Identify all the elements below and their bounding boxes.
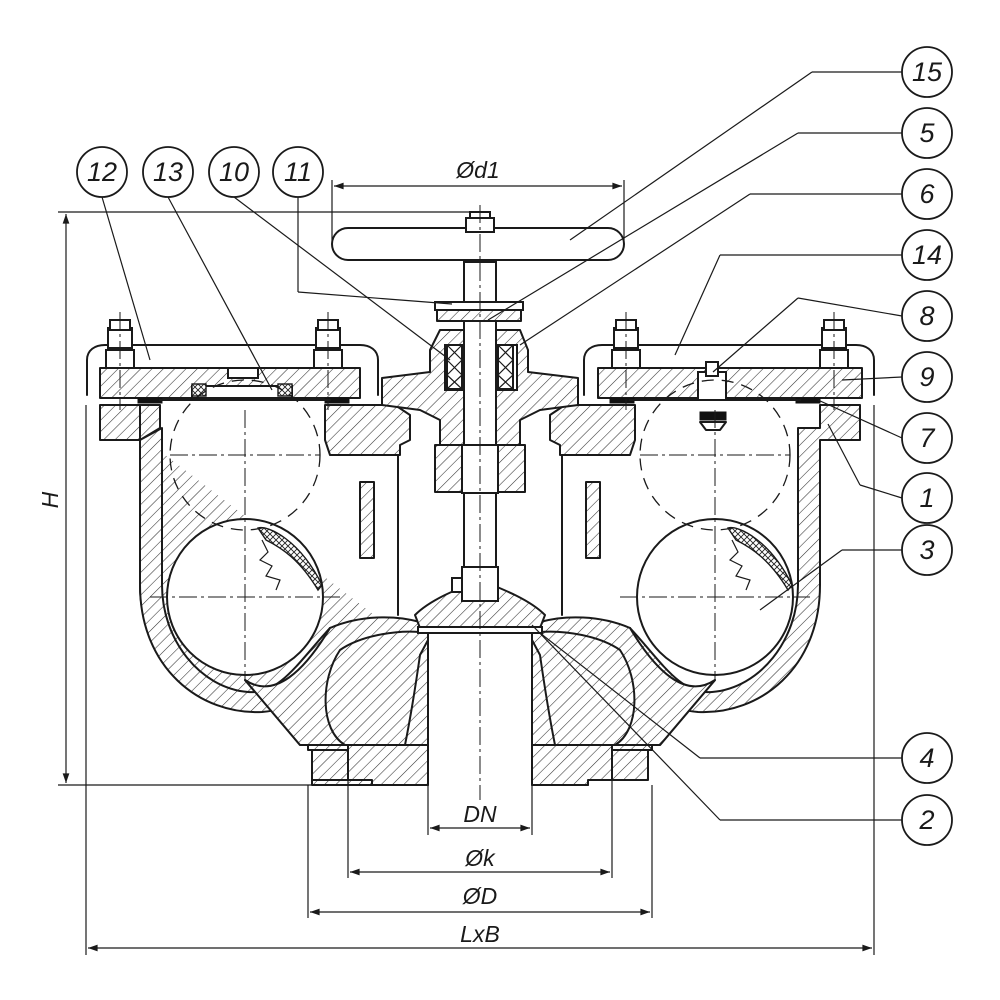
- part-balloon-13-label: 13: [153, 157, 183, 187]
- part-balloon-9: 9: [901, 351, 953, 403]
- bolt-right-inner: [611, 312, 641, 410]
- part-balloon-7-label: 7: [919, 423, 935, 453]
- bolt-left-inner: [313, 312, 343, 410]
- dimension-height-label: H: [37, 491, 63, 508]
- part-balloon-2: 2: [901, 794, 953, 846]
- gland-packing: [446, 344, 514, 390]
- part-balloon-6: 6: [901, 168, 953, 220]
- part-balloon-5-label: 5: [919, 118, 935, 148]
- bolt-left-outer: [105, 312, 135, 410]
- leader-lines: [101, 71, 903, 821]
- part-balloon-14-label: 14: [912, 240, 942, 270]
- part-balloon-1: 1: [901, 472, 953, 524]
- handwheel: [331, 211, 625, 261]
- dimension-height: H: [37, 211, 478, 786]
- dimension-bolt-circle: Øk: [347, 745, 613, 878]
- dimension-handwheel-label: Ød1: [455, 157, 499, 183]
- part-balloon-8: 8: [901, 290, 953, 342]
- part-balloon-4: 4: [901, 732, 953, 784]
- part-balloon-15-label: 15: [912, 57, 943, 87]
- part-balloon-14: 14: [901, 229, 953, 281]
- dimension-overall-size: LxB: [85, 405, 875, 955]
- part-balloon-11-label: 11: [284, 157, 312, 187]
- part-balloon-2-label: 2: [918, 805, 934, 835]
- part-balloon-3: 3: [901, 524, 953, 576]
- part-balloon-12-label: 12: [87, 157, 117, 187]
- part-balloon-4-label: 4: [919, 743, 934, 773]
- dimension-nominal-bore: DN: [427, 785, 533, 835]
- part-balloon-11: 11: [272, 146, 324, 198]
- dimension-nominal-bore-label: DN: [463, 801, 497, 827]
- part-balloon-15: 15: [901, 46, 953, 98]
- part-balloon-9-label: 9: [919, 362, 934, 392]
- left-cover: [86, 344, 379, 404]
- bolt-right-outer: [819, 312, 849, 410]
- part-balloon-12: 12: [76, 146, 128, 198]
- part-balloon-10-label: 10: [219, 157, 249, 187]
- dimension-flange-diameter: ØD: [307, 785, 653, 918]
- dimension-flange-diameter-label: ØD: [462, 883, 498, 909]
- part-balloon-7: 7: [901, 412, 953, 464]
- part-balloon-6-label: 6: [919, 179, 935, 209]
- part-balloon-13: 13: [142, 146, 194, 198]
- part-balloon-5: 5: [901, 107, 953, 159]
- part-balloon-10: 10: [208, 146, 260, 198]
- dimension-bolt-circle-label: Øk: [464, 845, 496, 871]
- part-balloon-8-label: 8: [919, 301, 934, 331]
- dimension-handwheel: Ød1: [331, 157, 625, 240]
- center-lines: [150, 205, 810, 800]
- part-balloon-1-label: 1: [919, 483, 934, 513]
- part-balloon-3-label: 3: [919, 535, 934, 565]
- right-cover: [583, 344, 875, 431]
- dimension-overall-size-label: LxB: [460, 921, 500, 947]
